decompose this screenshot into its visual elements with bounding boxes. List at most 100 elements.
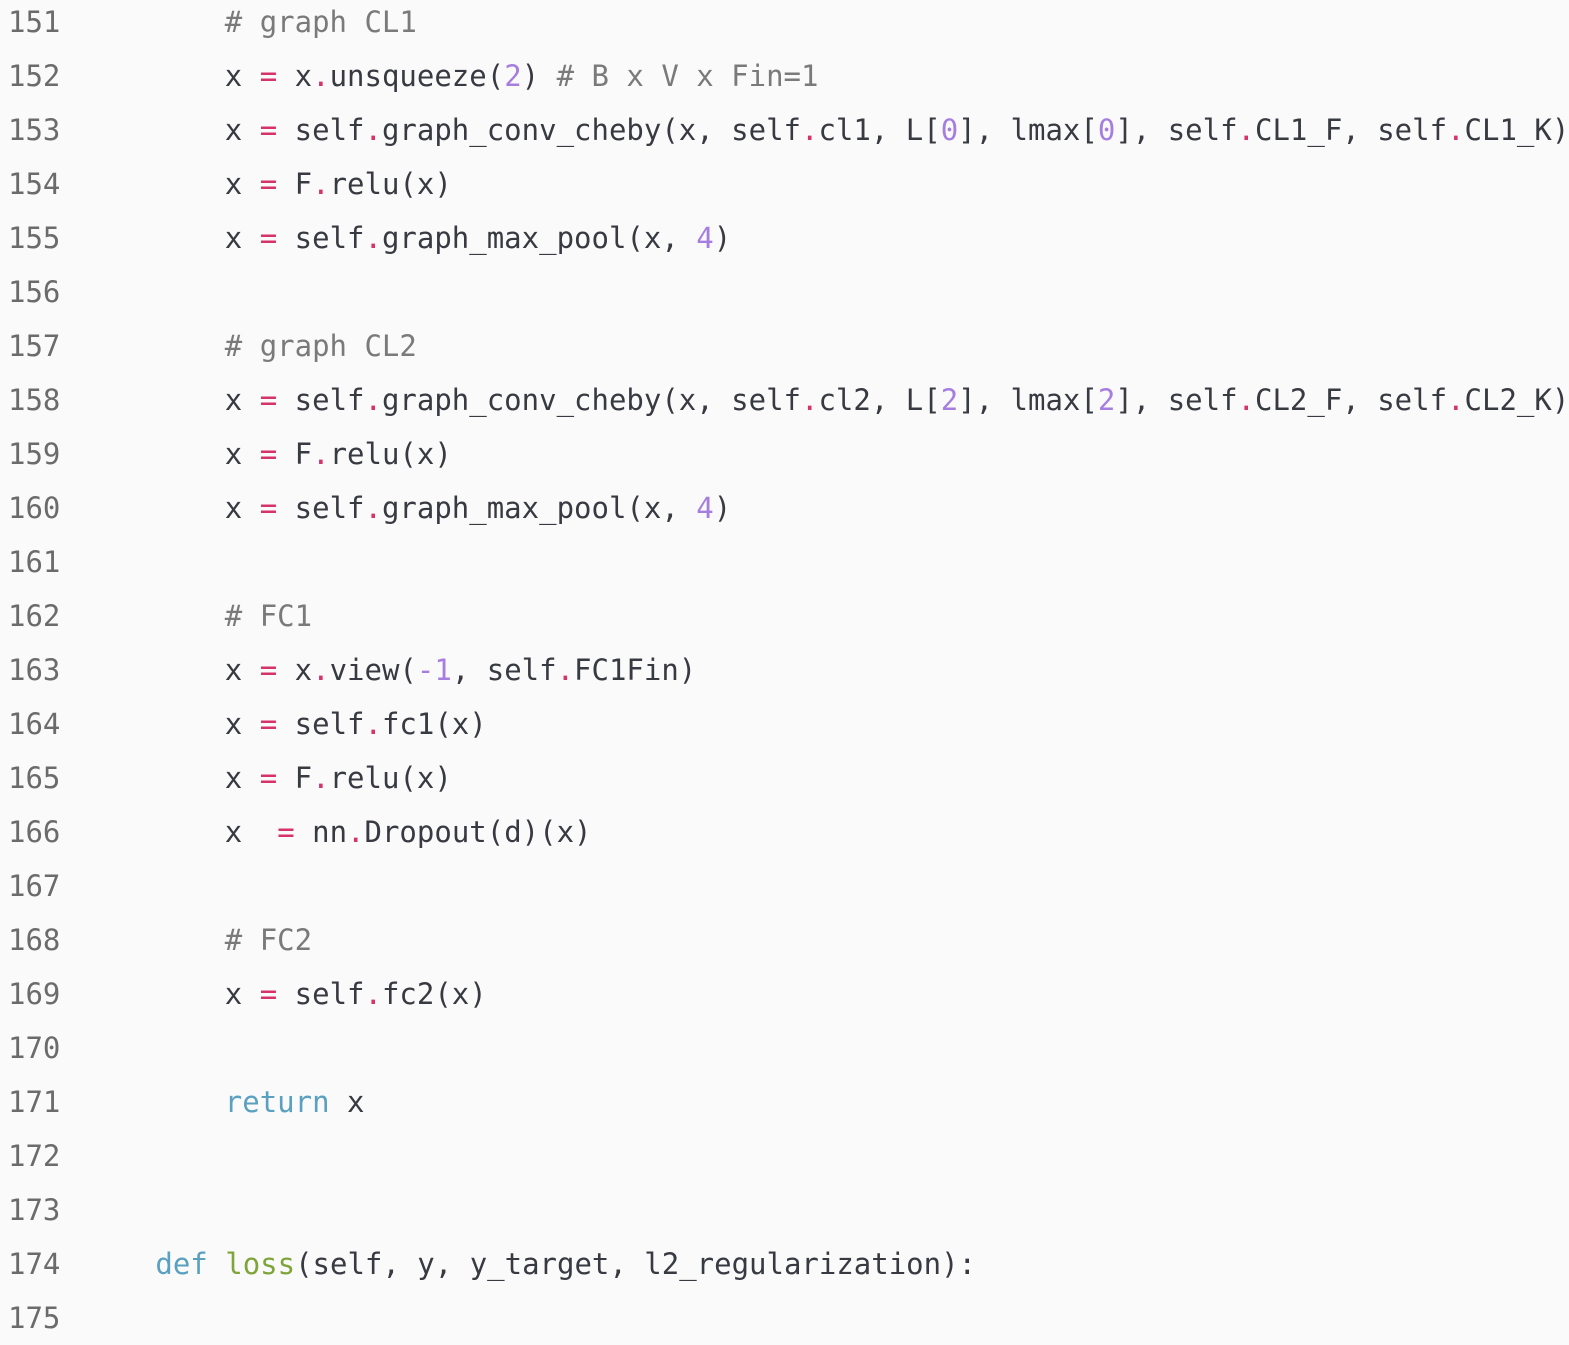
line-number: 156 [8, 275, 61, 309]
code-operator: = [259, 221, 278, 255]
line-number: 151 [8, 5, 61, 39]
line-number: 154 [8, 167, 61, 201]
code-line[interactable]: 172 [0, 1129, 1555, 1183]
code-text: x [224, 113, 260, 147]
code-text: nn [294, 815, 348, 849]
line-number: 161 [8, 545, 61, 579]
code-operator: = [259, 167, 278, 201]
code-line[interactable]: 170 [0, 1021, 1555, 1075]
code-line[interactable]: 175 [0, 1291, 1555, 1345]
line-number: 172 [8, 1139, 61, 1173]
code-text: x [224, 437, 260, 471]
code-text: x [224, 707, 260, 741]
code-number: 0 [1097, 113, 1116, 147]
code-text: relu(x) [329, 761, 452, 795]
code-line[interactable]: 173 [0, 1183, 1555, 1237]
code-operator: . [801, 383, 819, 417]
code-operator: . [312, 59, 330, 93]
code-text: x [329, 1085, 365, 1119]
code-operator: . [364, 707, 382, 741]
line-number: 165 [8, 761, 61, 795]
code-content: # graph CL1 [225, 0, 417, 49]
code-line[interactable]: 168 # FC2 [0, 913, 1555, 967]
code-content: x = nn.Dropout(d)(x) [225, 805, 592, 859]
code-operator: . [364, 383, 382, 417]
code-content: x = self.fc2(x) [225, 967, 487, 1021]
code-content: x = self.graph_conv_cheby(x, self.cl1, L… [225, 103, 1569, 157]
code-line[interactable]: 162# FC1 [0, 589, 1555, 643]
code-operator: = [259, 761, 278, 795]
code-line[interactable]: 163 x = x.view(-1, self.FC1Fin) [0, 643, 1555, 697]
code-text: FC1Fin) [574, 653, 697, 687]
code-content: x = self.graph_max_pool(x, 4) [225, 211, 731, 265]
line-number: 152 [8, 59, 61, 93]
code-line[interactable]: 166 x = nn.Dropout(d)(x) [0, 805, 1555, 859]
code-text: x [224, 491, 260, 525]
code-text: x [224, 977, 260, 1011]
code-number: -1 [416, 653, 452, 687]
line-number: 167 [8, 869, 61, 903]
code-line[interactable]: 151 # graph CL1 [0, 0, 1555, 49]
code-operator: . [364, 113, 382, 147]
code-text: x [277, 59, 313, 93]
code-text: CL1_K) [1464, 113, 1569, 147]
code-text: self [277, 491, 365, 525]
code-text: ], self [1115, 113, 1238, 147]
code-text: self [277, 113, 365, 147]
code-text: (self, y, y_target, l2_regularization): [295, 1247, 977, 1281]
code-text: x [224, 815, 278, 849]
code-text: relu(x) [329, 437, 452, 471]
code-text: x [224, 383, 260, 417]
line-number: 175 [8, 1301, 61, 1335]
line-number: 168 [8, 923, 61, 957]
code-line[interactable]: 161 [0, 535, 1555, 589]
code-content: x = x.view(-1, self.FC1Fin) [225, 643, 696, 697]
code-number: 2 [504, 59, 522, 93]
code-number: 2 [1097, 383, 1116, 417]
code-text: unsqueeze( [329, 59, 505, 93]
code-text: fc2(x) [381, 977, 487, 1011]
code-function-name: loss [225, 1247, 296, 1281]
code-text: x [224, 761, 260, 795]
code-operator: = [259, 707, 278, 741]
code-text: ) [713, 491, 732, 525]
code-text: x [224, 167, 260, 201]
code-text: relu(x) [329, 167, 452, 201]
code-number: 2 [940, 383, 959, 417]
code-content: x = F.relu(x) [225, 427, 452, 481]
code-text: F [277, 437, 313, 471]
code-line[interactable]: 157# graph CL2 [0, 319, 1555, 373]
code-operator: = [259, 437, 278, 471]
code-text: self [277, 707, 365, 741]
code-content: # FC2 [225, 913, 312, 967]
code-text: CL2_K) [1464, 383, 1569, 417]
code-comment: # FC1 [224, 599, 313, 633]
code-operator: = [259, 59, 278, 93]
code-operator: . [347, 815, 365, 849]
code-operator: . [312, 167, 330, 201]
code-text: graph_conv_cheby(x, self [381, 113, 801, 147]
code-content: x = self.graph_max_pool(x, 4) [225, 481, 731, 535]
code-operator: . [556, 653, 575, 687]
code-operator: = [259, 977, 278, 1011]
line-number: 163 [8, 653, 61, 687]
code-content: x = self.graph_conv_cheby(x, self.cl2, L… [225, 373, 1569, 427]
code-text: x [224, 653, 260, 687]
line-number: 166 [8, 815, 61, 849]
code-comment: # graph CL1 [224, 5, 417, 39]
code-line[interactable]: 156 [0, 265, 1555, 319]
code-line[interactable]: 167 [0, 859, 1555, 913]
